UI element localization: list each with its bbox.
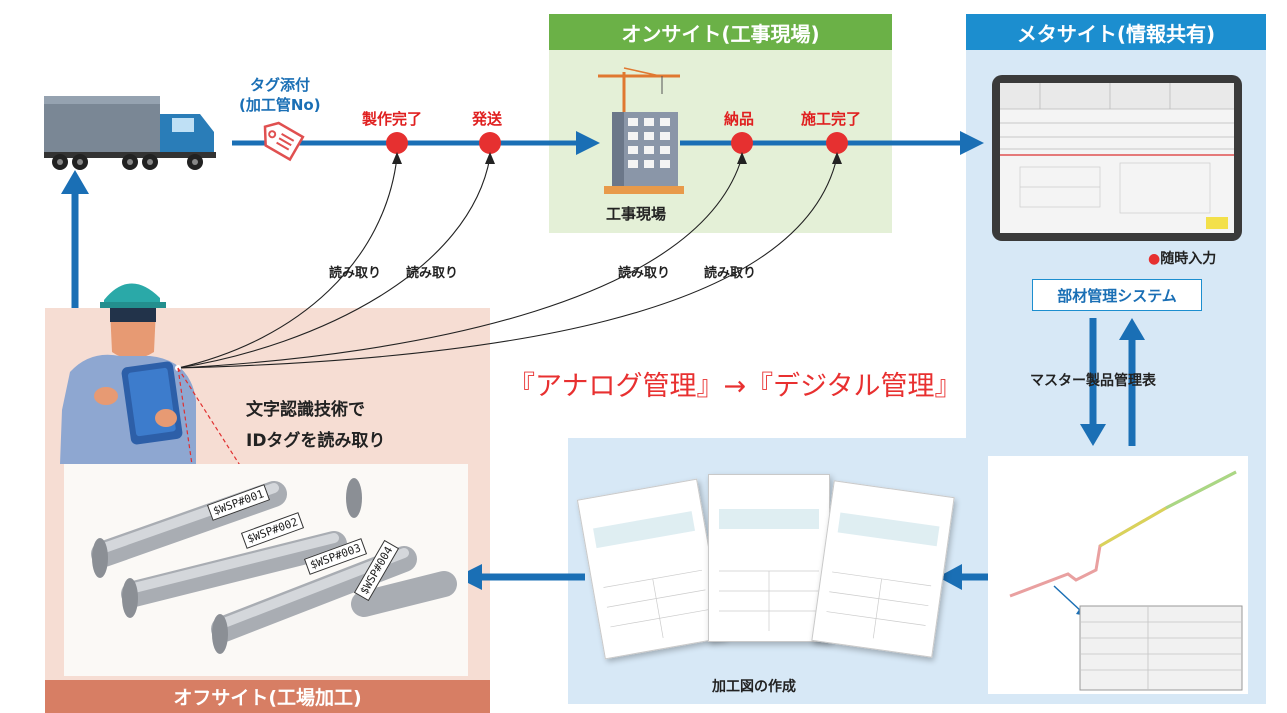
left-arrow-1-head xyxy=(456,564,482,590)
drawing-caption: 加工図の作成 xyxy=(712,679,796,695)
tag-attach-sub-label: (加工管No) xyxy=(239,96,321,114)
flow-arrow-2 xyxy=(960,131,984,155)
building-crane-icon xyxy=(598,67,684,194)
ocr-text-line1: 文字認識技術で xyxy=(246,400,365,420)
drawing-sheet-3 xyxy=(811,480,955,658)
construction-done-label: 施工完了 xyxy=(801,110,862,128)
anytime-input-label: ●随時入力 xyxy=(1148,248,1216,268)
tablet-screen xyxy=(1000,83,1234,233)
drawing-sheet-2 xyxy=(708,474,830,642)
read-curve-4 xyxy=(177,156,838,369)
read-label-2: 読み取り xyxy=(406,266,459,281)
onsite-panel xyxy=(549,14,892,233)
ocr-text-line2: IDタグを読み取り xyxy=(246,431,386,451)
read-label-3: 読み取り xyxy=(618,266,671,281)
read-curve-2 xyxy=(177,156,491,369)
master-table-label: マスター製品管理表 xyxy=(1030,373,1156,389)
milestone-dot-ship xyxy=(479,132,501,154)
tag-attach-label: タグ添付 xyxy=(250,76,311,94)
read-label-1: 読み取り xyxy=(329,266,382,281)
onsite-header: オンサイト(工事現場) xyxy=(549,14,892,50)
site-label: 工事現場 xyxy=(606,205,667,223)
anytime-input-text: 随時入力 xyxy=(1160,251,1217,267)
flow-arrow-1 xyxy=(576,131,600,155)
read-curve-3 xyxy=(177,156,743,369)
truck-icon xyxy=(44,96,216,170)
milestone-dot-manufacture xyxy=(386,132,408,154)
analog-to-digital-title: 『アナログ管理』→『デジタル管理』 xyxy=(508,371,962,402)
metasite-header: メタサイト(情報共有) xyxy=(966,14,1266,50)
milestone-dot-construction xyxy=(826,132,848,154)
vertical-arrow-head xyxy=(61,170,89,194)
delivery-label: 納品 xyxy=(724,110,755,128)
read-curve-1 xyxy=(177,156,398,369)
worker-icon xyxy=(60,283,196,464)
down-arrow-head xyxy=(1080,424,1106,446)
drawing-sheet-1 xyxy=(576,478,726,660)
left-arrow-2-head xyxy=(938,564,962,590)
milestone-dot-delivery xyxy=(731,132,753,154)
tag-icon xyxy=(263,121,305,162)
offsite-header: オフサイト(工場加工) xyxy=(45,680,490,713)
isometric-drawing xyxy=(988,456,1248,694)
ship-label: 発送 xyxy=(472,110,503,128)
scan-line-2 xyxy=(177,367,263,501)
read-label-4: 読み取り xyxy=(704,266,757,281)
pipe-photo xyxy=(64,464,468,676)
up-arrow-head xyxy=(1119,318,1145,340)
red-dot-icon: ● xyxy=(1148,251,1161,267)
manufacture-done-label: 製作完了 xyxy=(362,110,423,128)
parts-management-system: 部材管理システム xyxy=(1032,279,1202,311)
